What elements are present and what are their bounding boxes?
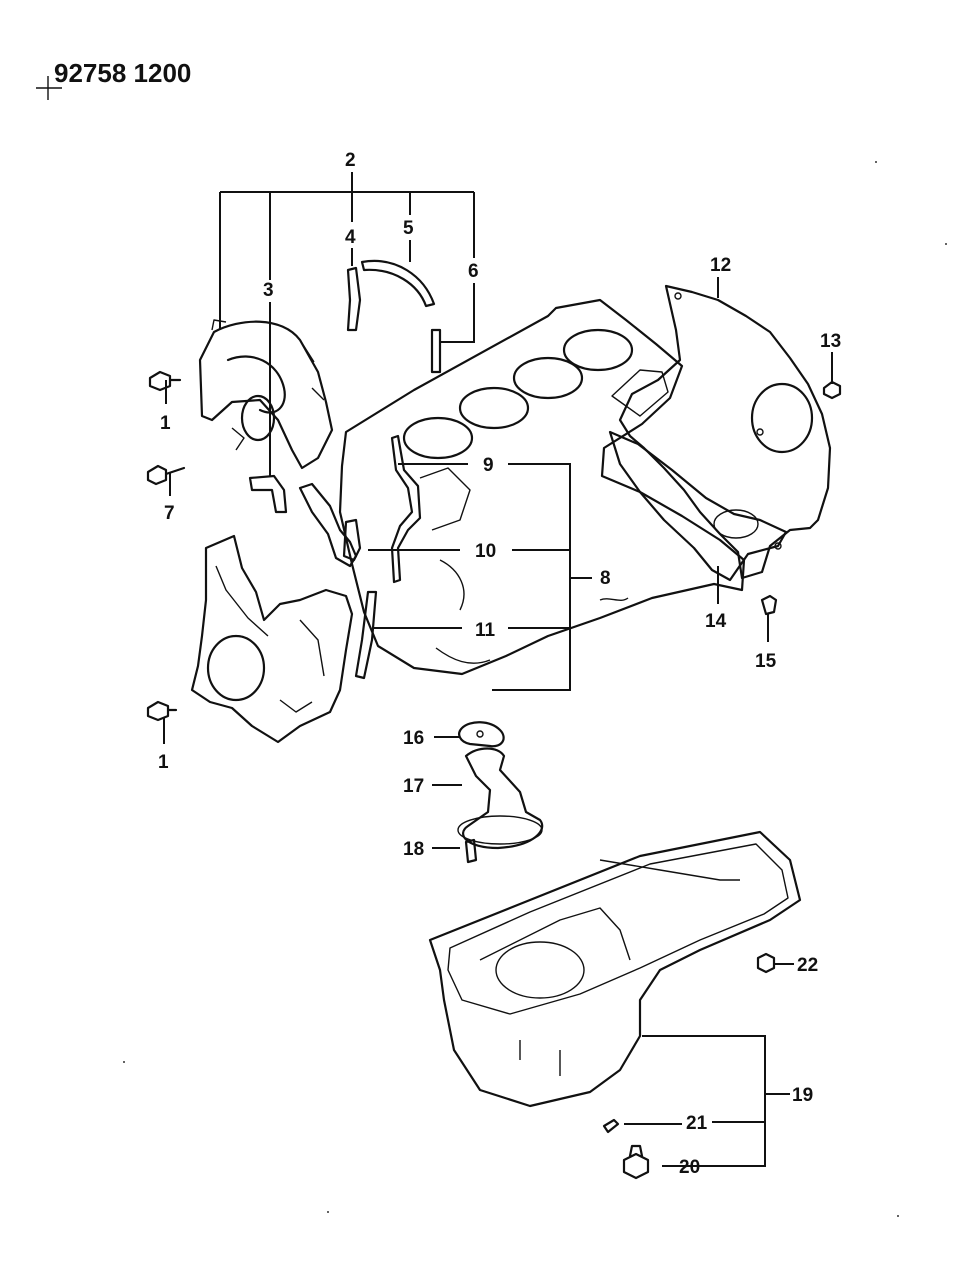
lower-timing-cover — [190, 534, 354, 744]
oil-pan — [428, 830, 802, 1108]
bolts — [146, 370, 842, 974]
callout-15: 15 — [755, 651, 777, 672]
document-number: 92758 1200 — [54, 58, 191, 88]
callout-18: 18 — [403, 839, 424, 860]
drain-plug-parts — [602, 1118, 650, 1180]
callout-13: 13 — [820, 331, 841, 352]
upper-timing-cover — [198, 319, 334, 470]
callout-7: 7 — [164, 503, 175, 524]
timing-cover-seals — [248, 259, 442, 514]
oil-strainer-assembly — [457, 721, 544, 864]
callout-11: 11 — [475, 620, 496, 641]
crankcase-part — [608, 430, 788, 582]
callout-16: 16 — [403, 728, 424, 749]
cylinder-block — [338, 298, 746, 676]
rear-seal-gaskets — [298, 434, 422, 584]
callout-12: 12 — [710, 255, 731, 276]
callout-19: 19 — [792, 1085, 813, 1106]
rear-plate — [618, 284, 832, 580]
scan-specks — [123, 161, 947, 1217]
callout-22: 22 — [797, 955, 818, 976]
callout-4: 4 — [345, 227, 356, 248]
callout-2: 2 — [345, 150, 356, 171]
callout-20: 20 — [679, 1157, 700, 1178]
callout-21: 21 — [686, 1113, 708, 1134]
callout-14: 14 — [705, 611, 727, 632]
callout-labels: 2 4 5 6 3 12 13 1 9 7 10 8 14 11 15 16 1… — [158, 150, 841, 1178]
callout-6: 6 — [468, 261, 479, 282]
callout-10: 10 — [475, 541, 496, 562]
front-seal-strip — [354, 590, 378, 680]
callout-5: 5 — [403, 218, 414, 239]
callout-1-upper: 1 — [160, 413, 171, 434]
callout-1-lower: 1 — [158, 752, 169, 773]
callout-9: 9 — [483, 455, 494, 476]
callout-17: 17 — [403, 776, 424, 797]
callout-8: 8 — [600, 568, 611, 589]
callout-3: 3 — [263, 280, 274, 301]
